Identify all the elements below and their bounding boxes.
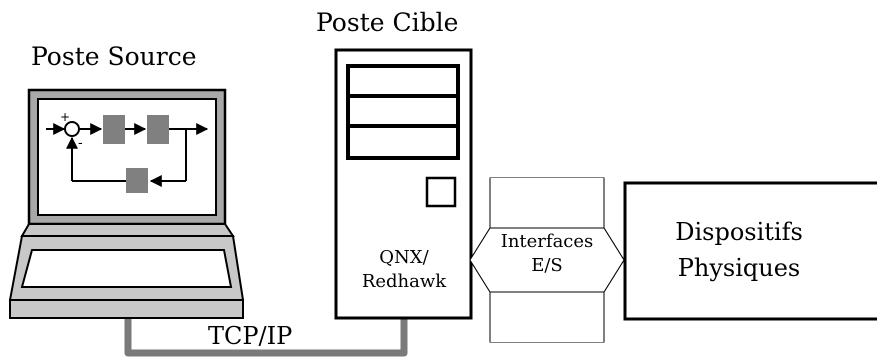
summing-junction bbox=[64, 121, 80, 137]
block-2 bbox=[147, 115, 169, 144]
target-station-label: Poste Cible bbox=[316, 8, 459, 37]
minus-sign: - bbox=[78, 136, 83, 151]
device-box bbox=[623, 181, 877, 321]
interfaces-line-1: Interfaces bbox=[500, 231, 594, 252]
plus-sign: + bbox=[60, 110, 70, 124]
os-line-2: Redhawk bbox=[361, 271, 447, 292]
block-1 bbox=[103, 115, 125, 144]
source-station-label: Poste Source bbox=[31, 42, 197, 71]
os-line-1: QNX/ bbox=[379, 247, 429, 268]
drive-bay-3 bbox=[346, 124, 460, 160]
laptop-icon bbox=[8, 88, 245, 319]
devices-line-1: Dispositifs bbox=[675, 218, 803, 246]
interfaces-label: Interfaces E/S bbox=[482, 230, 612, 278]
os-label: QNX/ Redhawk bbox=[343, 246, 465, 294]
block-diagram-icon bbox=[46, 115, 209, 193]
network-label: TCP/IP bbox=[208, 322, 293, 350]
feedback-block bbox=[126, 168, 148, 193]
drive-bay-2 bbox=[346, 94, 460, 128]
tower-pc-icon bbox=[334, 48, 473, 320]
network-cable bbox=[124, 318, 408, 357]
drive-bay-1 bbox=[346, 64, 460, 98]
interfaces-line-2: E/S bbox=[531, 255, 563, 276]
floppy-slot bbox=[425, 176, 457, 208]
devices-line-2: Physiques bbox=[677, 254, 801, 282]
devices-label: Dispositifs Physiques bbox=[628, 214, 850, 286]
